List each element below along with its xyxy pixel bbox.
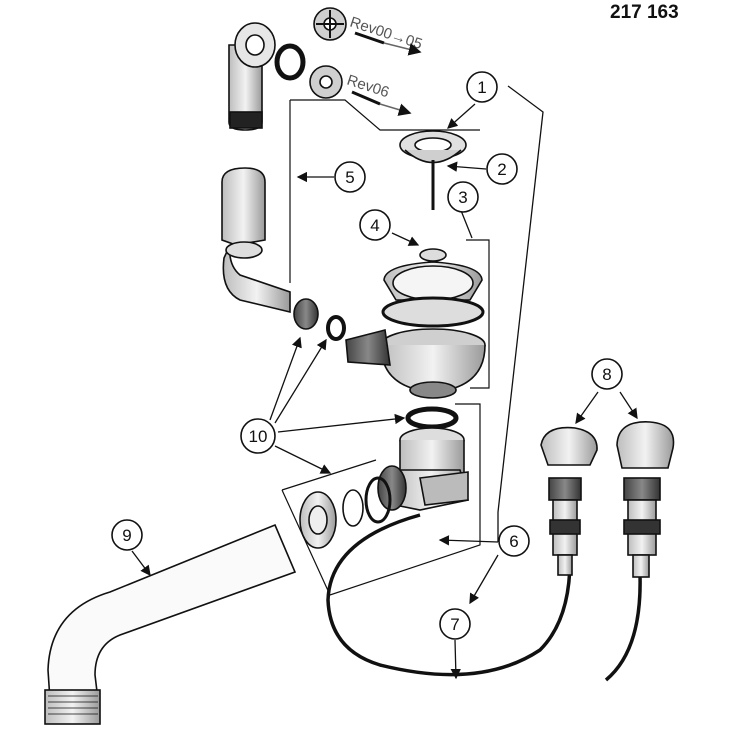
svg-text:7: 7 (450, 615, 459, 634)
callout-6: 6 (498, 525, 530, 557)
leader-lines (131, 85, 638, 680)
waste-body (345, 248, 486, 399)
svg-text:5: 5 (345, 168, 354, 187)
overflow-elbow-top (228, 22, 276, 131)
svg-text:6: 6 (509, 532, 518, 551)
strainer-basket (399, 130, 467, 210)
callout-10: 10 (240, 418, 276, 454)
revision-label-rev00-05: Rev00→05 (348, 14, 425, 53)
callout-9: 9 (111, 519, 143, 551)
svg-text:2: 2 (497, 160, 506, 179)
overflow-cover-rev00-05 (313, 7, 385, 45)
seal-small (326, 315, 346, 341)
popup-knob-right (616, 421, 675, 578)
seal-ring (405, 406, 459, 430)
callout-8: 8 (591, 358, 623, 390)
overflow-cover-rev06 (309, 65, 381, 106)
document-number: 217 163 (610, 2, 679, 23)
callout-2: 2 (486, 153, 518, 185)
bowden-cable (326, 513, 572, 677)
o-ring-top (274, 43, 306, 81)
body-bracket (466, 239, 490, 389)
svg-text:1: 1 (477, 78, 486, 97)
svg-text:4: 4 (370, 216, 379, 235)
trap-housing (299, 427, 469, 549)
rev00-05-arrow (383, 42, 422, 56)
svg-text:9: 9 (122, 526, 131, 545)
callout-7: 7 (439, 608, 471, 640)
trap-bracket (281, 403, 481, 596)
overflow-tube (221, 167, 291, 314)
popup-knob-left (540, 426, 598, 576)
callout-4: 4 (359, 209, 391, 241)
drain-pipe (44, 523, 297, 725)
callout-5: 5 (334, 161, 366, 193)
nut-small (293, 298, 319, 330)
overflow-bracket (289, 99, 480, 283)
revision-label-rev06: Rev06 (345, 72, 391, 102)
rev06-arrow (379, 103, 412, 116)
svg-text:8: 8 (602, 365, 611, 384)
callout-1: 1 (466, 71, 498, 103)
svg-text:3: 3 (458, 188, 467, 207)
svg-text:10: 10 (249, 427, 268, 446)
bowden-cable-2 (604, 574, 642, 682)
callout-3: 3 (447, 181, 479, 213)
